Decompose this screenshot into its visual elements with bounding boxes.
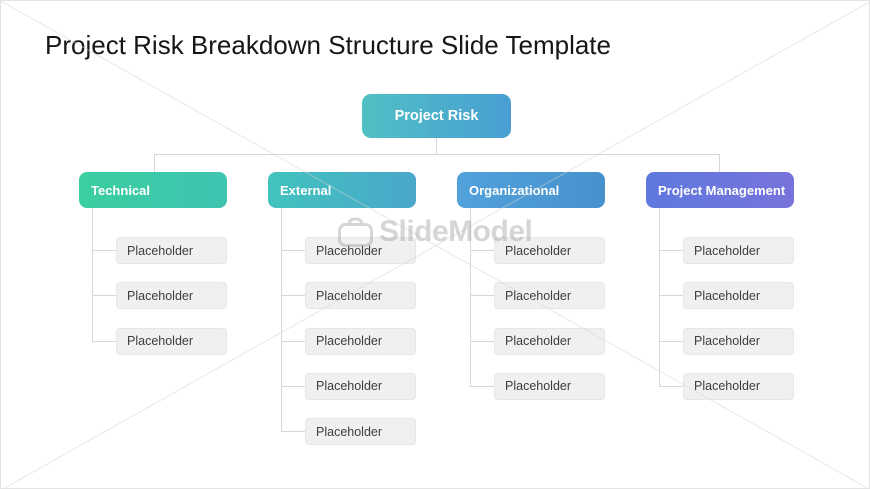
connector-item-tick [659,385,683,387]
placeholder-item[interactable]: Placeholder [305,418,416,446]
placeholder-label: Placeholder [316,243,383,258]
placeholder-item[interactable]: Placeholder [494,372,605,400]
placeholder-label: Placeholder [694,379,761,394]
placeholder-item[interactable]: Placeholder [116,237,227,264]
slide-title: Project Risk Breakdown Structure Slide T… [45,30,611,60]
connector-item-tick [281,295,305,297]
category-node[interactable]: Technical [79,172,227,208]
connector-right-stub [719,154,720,172]
connector-item-tick [470,385,494,387]
category-label: Technical [91,182,151,198]
placeholder-item[interactable]: Placeholder [683,372,794,400]
connector-item-tick [659,340,683,342]
placeholder-label: Placeholder [316,334,383,349]
connector-horizontal [154,154,720,155]
placeholder-item[interactable]: Placeholder [305,237,416,264]
placeholder-label: Placeholder [505,288,572,303]
placeholder-item[interactable]: Placeholder [305,327,416,355]
placeholder-label: Placeholder [127,243,194,258]
placeholder-label: Placeholder [127,288,194,303]
connector-item-tick [92,340,116,342]
connector-item-tick [470,250,494,251]
category-node[interactable]: Project Management [646,172,794,208]
connector-category-vline [281,208,282,433]
placeholder-item[interactable]: Placeholder [494,327,605,355]
placeholder-label: Placeholder [505,334,572,349]
connector-item-tick [659,295,683,297]
category-node[interactable]: External [268,172,416,208]
connector-root-stub [436,138,437,154]
category-label: External [280,182,332,198]
placeholder-label: Placeholder [694,288,761,303]
connector-item-tick [92,295,116,297]
placeholder-item[interactable]: Placeholder [305,282,416,310]
placeholder-label: Placeholder [316,424,383,439]
connector-item-tick [470,295,494,297]
connector-category-vline [470,208,471,387]
category-node[interactable]: Organizational [457,172,605,208]
connector-item-tick [92,250,116,251]
placeholder-label: Placeholder [694,334,761,349]
placeholder-label: Placeholder [505,243,572,258]
connector-item-tick [470,340,494,342]
connector-item-tick [659,250,683,251]
placeholder-item[interactable]: Placeholder [683,327,794,355]
connector-left-stub [154,154,155,172]
connector-item-tick [281,250,305,251]
placeholder-item[interactable]: Placeholder [494,237,605,264]
placeholder-item[interactable]: Placeholder [305,372,416,400]
placeholder-label: Placeholder [316,288,383,303]
placeholder-label: Placeholder [505,379,572,394]
placeholder-label: Placeholder [316,379,383,394]
connector-item-tick [281,431,305,433]
placeholder-item[interactable]: Placeholder [683,237,794,264]
root-node-label: Project Risk [394,108,479,124]
placeholder-label: Placeholder [127,334,194,349]
category-label: Organizational [469,182,560,198]
connector-item-tick [281,340,305,342]
root-node-project-risk[interactable]: Project Risk [362,94,511,138]
connector-item-tick [281,385,305,387]
placeholder-item[interactable]: Placeholder [116,327,227,355]
category-label: Project Management [658,182,786,198]
connector-category-vline [659,208,660,387]
placeholder-label: Placeholder [694,243,761,258]
connector-category-vline [92,208,93,342]
placeholder-item[interactable]: Placeholder [116,282,227,310]
placeholder-item[interactable]: Placeholder [683,282,794,310]
placeholder-item[interactable]: Placeholder [494,282,605,310]
